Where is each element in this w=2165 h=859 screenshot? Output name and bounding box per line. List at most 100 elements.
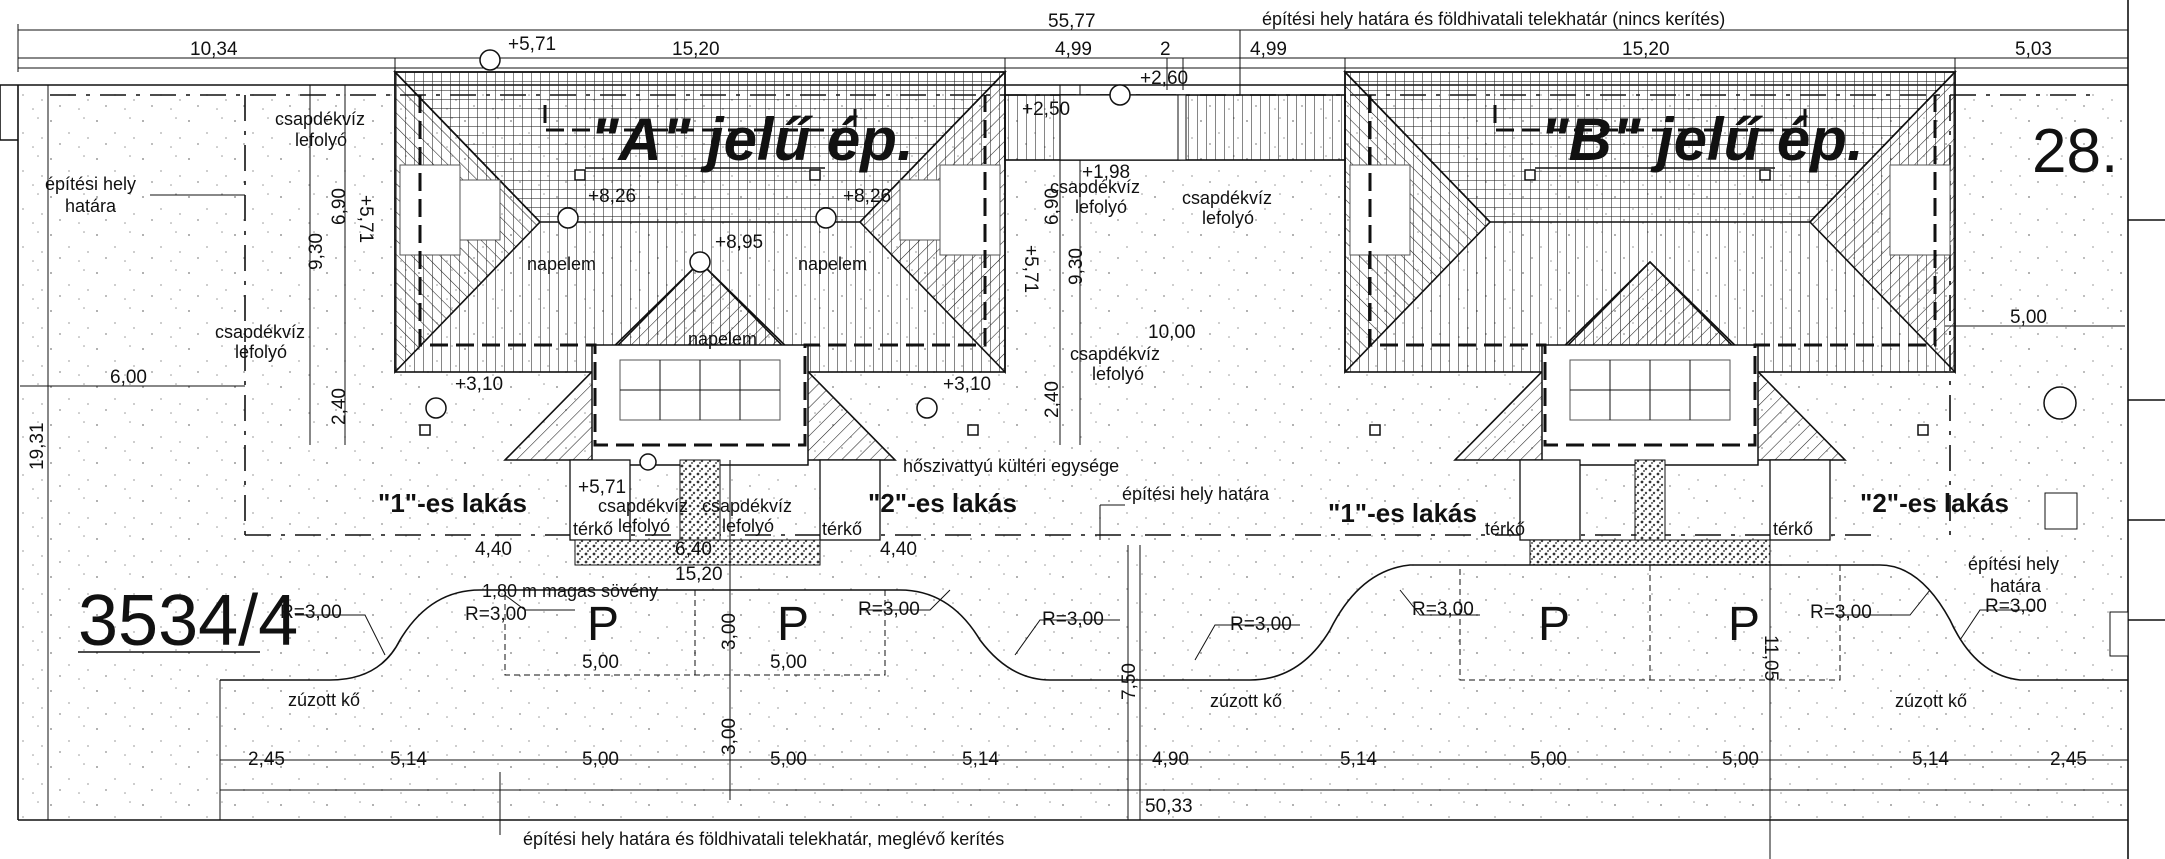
gutter-label: lefolyó xyxy=(295,130,347,150)
flat-b2-label: "2"-es lakás xyxy=(1860,488,2009,518)
dim-building-a-width: 15,20 xyxy=(672,39,720,60)
dim-park-500-b: 5,00 xyxy=(770,652,807,673)
terraces xyxy=(569,459,1831,566)
dim-930-a: 9,30 xyxy=(306,233,327,270)
dim-terrace-440-a: 4,40 xyxy=(475,539,512,560)
dim-bottom-500-a: 5,00 xyxy=(582,749,619,770)
dim-drive-300: 3,00 xyxy=(719,718,740,755)
level-texts: +5,71 +8,26 +8,26 +8,95 +3,10 +3,10 +5,7… xyxy=(455,34,1188,498)
level-marker xyxy=(557,207,579,229)
gutter-label: csapdékvíz xyxy=(275,109,365,129)
dim-bottom-500-c: 5,00 xyxy=(1530,749,1567,770)
front-paving-a xyxy=(574,539,821,566)
dim-total-depth: 19,31 xyxy=(27,422,48,470)
radius-label: R=3,00 xyxy=(1230,614,1292,635)
dim-gap-3: 4,99 xyxy=(1250,39,1287,60)
dim-left-setback: 6,00 xyxy=(110,367,147,388)
dim-front-1520: 15,20 xyxy=(675,564,723,585)
parking-mark: P xyxy=(1728,598,1760,651)
dim-bottom-514-b: 5,14 xyxy=(962,749,999,770)
solar-label: napelem xyxy=(688,329,757,349)
dim-690-mid: 6,90 xyxy=(1042,188,1063,225)
dim-building-b-width: 15,20 xyxy=(1622,39,1670,60)
dim-left-offset: 10,34 xyxy=(190,39,238,60)
dim-240-mid: 2,40 xyxy=(1042,381,1063,418)
parking-mark: P xyxy=(1538,598,1570,651)
dim-bottom-500-b: 5,00 xyxy=(770,749,807,770)
flat-a2-label: "2"-es lakás xyxy=(868,488,1017,518)
build-area-left-2: határa xyxy=(65,196,117,216)
level-marker xyxy=(916,397,938,419)
dim-690-a: 6,90 xyxy=(329,188,350,225)
dimension-texts: 55,77 10,34 15,20 4,99 2 4,99 15,20 5,03… xyxy=(27,11,2087,817)
dim-road-750: 7,50 xyxy=(1119,663,1140,700)
level-marker xyxy=(639,453,657,471)
level-corner-right: +3,10 xyxy=(943,374,991,395)
building-a-roof xyxy=(393,70,1007,466)
flat-b1-label: "1"-es lakás xyxy=(1328,498,1477,528)
dim-gap-2: 2 xyxy=(1160,39,1171,60)
building-b-roof xyxy=(1343,70,1957,466)
parcel-number: 3534/4 xyxy=(78,581,298,661)
utility-box xyxy=(2109,611,2129,657)
radius-label: R=3,00 xyxy=(280,602,342,623)
terrace-label: térkő xyxy=(822,519,862,539)
level-porch: +5,71 xyxy=(578,477,626,498)
drain-marker xyxy=(2043,386,2077,420)
dim-bottom-total: 50,33 xyxy=(1145,796,1193,817)
flat-a1-label: "1"-es lakás xyxy=(378,488,527,518)
gutter-label: csapdékvíz xyxy=(1182,188,1272,208)
dim-240-a: 2,40 xyxy=(329,388,350,425)
dim-571-mid: +5,71 xyxy=(1020,245,1041,293)
radius-label: R=3,00 xyxy=(1985,596,2047,617)
dim-park-500-a: 5,00 xyxy=(582,652,619,673)
dim-gap-1: 4,99 xyxy=(1055,39,1092,60)
front-paving-b xyxy=(1529,539,1771,566)
dim-mid-10: 10,00 xyxy=(1148,322,1196,343)
dim-right-offset: 5,03 xyxy=(2015,39,2052,60)
boundary-top-label: építési hely határa és földhivatali tele… xyxy=(1262,9,1725,29)
dim-bottom-514-a: 5,14 xyxy=(390,749,427,770)
level-ridge-left: +8,26 xyxy=(588,186,636,207)
level-mid-250: +2,50 xyxy=(1022,99,1070,120)
radius-label: R=3,00 xyxy=(1412,599,1474,620)
dim-park-300: 3,00 xyxy=(719,613,740,650)
parking-mark: P xyxy=(587,598,619,651)
level-marker xyxy=(479,49,501,71)
building-b-title: "B" jelű ép. xyxy=(1540,106,1864,173)
build-area-right-2: határa xyxy=(1990,576,2042,596)
dim-bottom-490: 4,90 xyxy=(1152,749,1189,770)
gravel-label: zúzott kő xyxy=(1210,691,1282,711)
gutter-label: csapdékvíz xyxy=(702,496,792,516)
level-marker xyxy=(689,251,711,273)
leader-lines xyxy=(150,30,2035,835)
utility-box xyxy=(2044,492,2078,530)
building-a-title: "A" jelű ép. xyxy=(590,106,914,173)
lot-number: 28. xyxy=(2032,117,2118,186)
dim-bottom-245-b: 2,45 xyxy=(2050,749,2087,770)
build-area-mid: építési hely határa xyxy=(1122,484,1270,504)
terrace-label: térkő xyxy=(573,519,613,539)
level-ridge-top: +8,95 xyxy=(715,232,763,253)
dim-930-mid: 9,30 xyxy=(1066,248,1087,285)
level-markers xyxy=(425,49,2129,657)
level-mid-198: +1,98 xyxy=(1082,162,1130,183)
gutter-label: csapdékvíz xyxy=(1070,344,1160,364)
solar-label: napelem xyxy=(527,254,596,274)
dim-total-width: 55,77 xyxy=(1048,11,1096,32)
gutter-label: lefolyó xyxy=(235,342,287,362)
dim-bottom-514-c: 5,14 xyxy=(1340,749,1377,770)
radius-texts: R=3,00 R=3,00 R=3,00 R=3,00 R=3,00 R=3,0… xyxy=(280,596,2047,635)
dim-terrace-640: 6,40 xyxy=(675,539,712,560)
dim-571-a: +5,71 xyxy=(355,195,376,243)
radius-label: R=3,00 xyxy=(465,604,527,625)
dim-bottom-245-a: 2,45 xyxy=(248,749,285,770)
gravel-label: zúzott kő xyxy=(1895,691,1967,711)
level-mid-260: +2,60 xyxy=(1140,68,1188,89)
gutter-label: lefolyó xyxy=(1092,364,1144,384)
dim-bottom-500-d: 5,00 xyxy=(1722,749,1759,770)
level-marker xyxy=(1109,84,1131,106)
dim-right-setback: 5,00 xyxy=(2010,307,2047,328)
boundary-bottom-label: építési hely határa és földhivatali tele… xyxy=(523,829,1004,849)
